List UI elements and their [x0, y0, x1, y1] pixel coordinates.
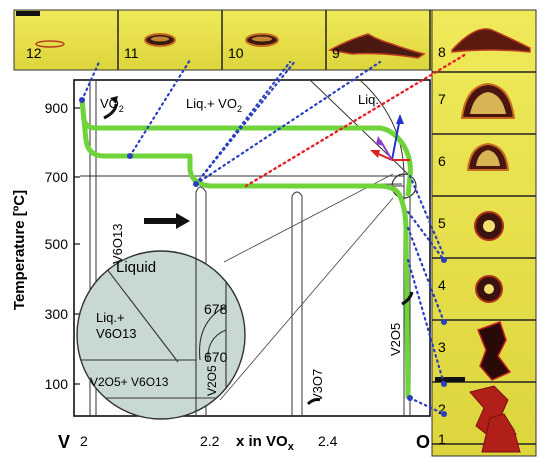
- droplet-8: [451, 28, 531, 53]
- inset-v2o5: V2O5: [205, 365, 219, 396]
- inset-v6o13: V6O13: [96, 326, 136, 341]
- droplet-12: [35, 40, 65, 48]
- inset-zoom-lines: [219, 173, 394, 401]
- residue-3: [477, 321, 512, 381]
- label-v2o5: V2O5: [388, 323, 403, 356]
- frame-label-12: 12: [26, 45, 42, 61]
- side-scale-bar: [435, 377, 465, 382]
- inset-liq-plus: Liq.+: [96, 310, 125, 325]
- frame-label-4: 4: [438, 277, 446, 293]
- frame-label-6: 6: [438, 153, 446, 169]
- frame-label-9: 9: [332, 45, 340, 61]
- y-tick-500: 500: [45, 236, 69, 252]
- x-tick-2-2: 2.2: [200, 433, 220, 449]
- side-frame-strip: [431, 9, 537, 457]
- inset-magnifier: [76, 250, 246, 420]
- y-tick-900: 900: [45, 100, 69, 116]
- red-dotted-connector: [244, 52, 468, 188]
- direction-arrows: [370, 114, 410, 161]
- x-tick-2: 2: [80, 433, 88, 449]
- x-axis-label: x in VOx: [236, 433, 295, 453]
- frame-label-1: 1: [438, 431, 446, 447]
- cooling-path: [79, 99, 413, 197]
- frame-label-11: 11: [124, 45, 139, 61]
- inset-bottom-label: V2O5+ V6O13: [90, 375, 169, 389]
- top-frame-strip: [13, 9, 435, 71]
- heating-path: [79, 99, 411, 399]
- y-tick-700: 700: [45, 169, 69, 185]
- frame-label-3: 3: [438, 339, 446, 355]
- blue-dotted-connectors: [80, 58, 446, 416]
- v6o13-arrow: [144, 213, 190, 229]
- y-tick-300: 300: [45, 306, 69, 322]
- v2o5-curve-arrow: [401, 291, 414, 306]
- y-tick-100: 100: [45, 376, 69, 392]
- x-left-end: V: [58, 432, 70, 452]
- vo2-curve-arrow: [103, 103, 118, 120]
- connector-dots: [79, 97, 447, 417]
- inset-temp-678: 678: [204, 301, 228, 317]
- label-vo2: VO2: [100, 96, 124, 114]
- scale-bar: [16, 11, 40, 16]
- inset-temp-670: 670: [204, 349, 228, 365]
- label-v6o13: V6O13: [110, 224, 125, 264]
- x-tick-2-4: 2.4: [318, 433, 338, 449]
- frame-label-10: 10: [228, 45, 244, 61]
- y-axis-label: Temperature [ºC]: [11, 190, 28, 310]
- residue-1: [481, 413, 521, 453]
- label-liq: Liq.: [358, 92, 379, 107]
- frame-label-5: 5: [438, 215, 446, 231]
- x-right-end: O: [416, 432, 430, 452]
- frame-label-2: 2: [438, 401, 446, 417]
- inset-liquid: Liquid: [116, 259, 156, 276]
- label-v3o7: V3O7: [310, 369, 325, 402]
- frame-label-7: 7: [438, 91, 446, 107]
- droplet-9: [327, 33, 426, 59]
- v3o7-curve-arrow: [306, 398, 321, 406]
- label-liq-vo2: Liq.+ VO2: [186, 96, 242, 114]
- y-ticks: [74, 107, 80, 385]
- frame-label-8: 8: [438, 44, 446, 60]
